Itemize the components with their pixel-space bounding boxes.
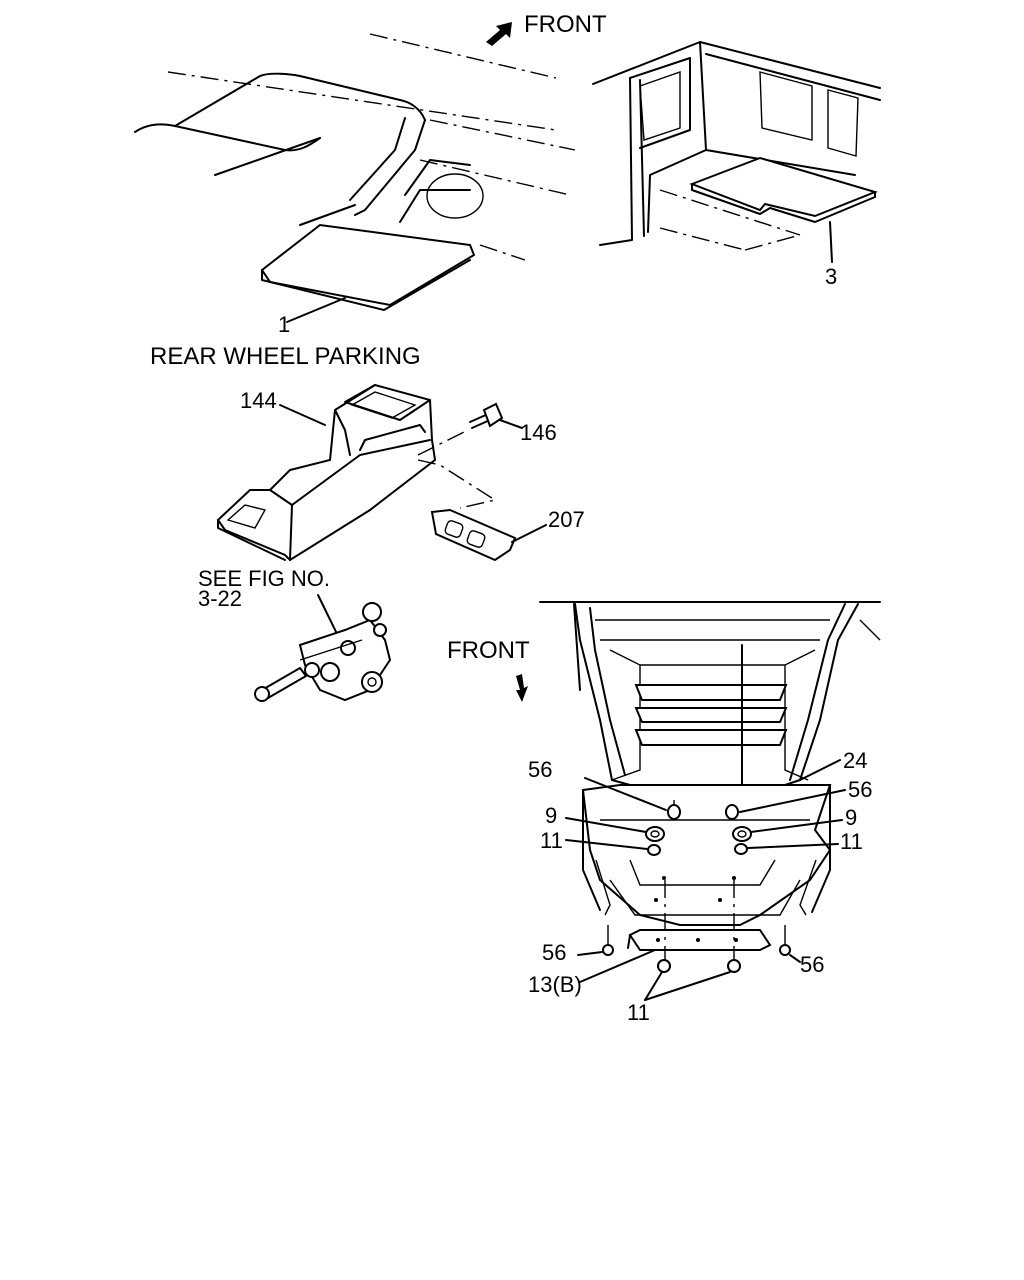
callout-part-56-d: 56: [800, 952, 824, 977]
front-arrow-top: FRONT: [486, 11, 607, 46]
front-arrow-mid: FRONT: [447, 637, 530, 702]
clip-56-d: [779, 925, 801, 963]
valve-assembly: SEE FIG NO. 3-22: [198, 566, 392, 702]
callout-part-56-c: 56: [542, 940, 566, 965]
arrow-front-down-icon: [516, 674, 528, 702]
front-label-top: FRONT: [524, 11, 607, 38]
floor-mat-assembly: 1: [134, 33, 576, 337]
callout-part-207: 207: [548, 507, 585, 532]
clip-56-a: [584, 777, 681, 820]
front-label-mid: FRONT: [447, 637, 530, 664]
bolt-146: [469, 402, 523, 429]
console-assembly: 144 146 207: [216, 383, 585, 562]
arrow-front-icon: [486, 22, 512, 46]
callout-part-9-a: 9: [545, 803, 557, 828]
grommet-9-b: [732, 819, 843, 842]
callout-part-9-b: 9: [845, 805, 857, 830]
switch-plate-207: [430, 508, 547, 562]
callout-part-146: 146: [520, 420, 557, 445]
see-fig-label: SEE FIG NO.: [198, 566, 330, 591]
callout-part-144: 144: [240, 388, 277, 413]
nut-11-a: [565, 839, 661, 856]
see-fig-number: 3-22: [198, 586, 242, 611]
underbody-assembly: 24 13(B) 56 56 56: [528, 601, 881, 1025]
callout-part-56-a: 56: [528, 757, 552, 782]
cab-floor-assembly: 3: [592, 41, 881, 289]
clip-56-c: [577, 925, 614, 956]
callout-part-1: 1: [278, 312, 290, 337]
callout-part-3: 3: [825, 264, 837, 289]
grommet-9-a: [565, 817, 665, 842]
callout-part-11-b: 11: [840, 829, 863, 854]
callout-part-56-b: 56: [848, 777, 872, 802]
callout-part-13b: 13(B): [528, 972, 582, 997]
nut-11-b: [734, 843, 839, 855]
nut-11-pair: [644, 959, 741, 1001]
callout-part-24: 24: [843, 748, 867, 773]
section-title: REAR WHEEL PARKING: [150, 343, 421, 370]
callout-part-11-c: 11: [627, 1000, 650, 1025]
callout-part-11-a: 11: [540, 828, 563, 853]
clip-56-b: [725, 789, 846, 820]
